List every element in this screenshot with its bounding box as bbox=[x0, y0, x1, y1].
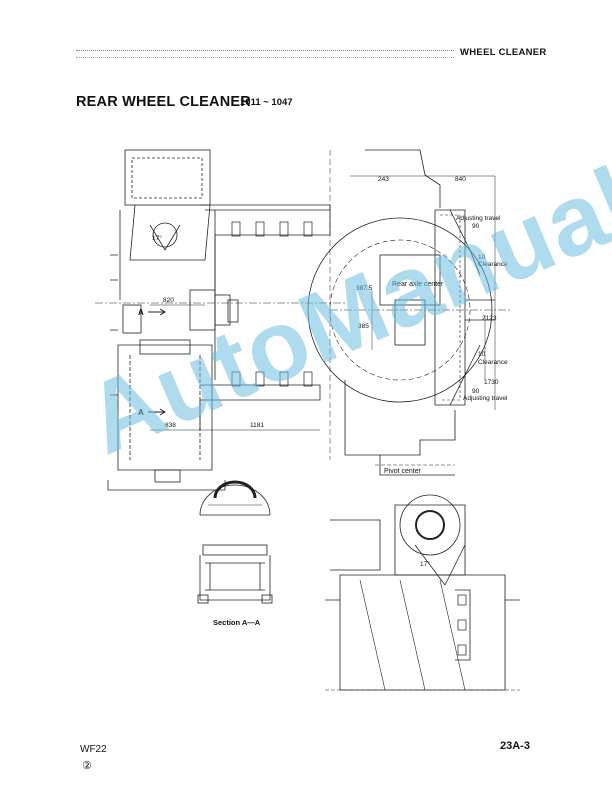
footer-page-number: 23A-3 bbox=[500, 740, 530, 752]
page-title: REAR WHEEL CLEANER bbox=[76, 94, 251, 110]
angle-label-lower: 17° bbox=[420, 560, 430, 568]
dim-10-top: 10 bbox=[478, 254, 486, 261]
header-section-title: WHEEL CLEANER bbox=[460, 47, 547, 58]
dim-2123: 2123 bbox=[482, 315, 497, 322]
dim-387-5: 387.5 bbox=[356, 285, 373, 292]
section-label: Section A—A bbox=[213, 618, 261, 627]
dim-90-bottom: 90 bbox=[472, 388, 480, 395]
arrow-a-top-label: A bbox=[138, 308, 144, 317]
dim-838: 838 bbox=[165, 422, 176, 429]
plan-view bbox=[95, 149, 345, 491]
dim-90-top: 90 bbox=[472, 223, 480, 230]
dim-1181: 1181 bbox=[250, 422, 264, 429]
arrow-a-top bbox=[148, 308, 166, 316]
footer-revision: ② bbox=[82, 760, 92, 772]
clearance-bottom: Clearance bbox=[478, 359, 508, 366]
side-view bbox=[307, 149, 510, 476]
serial-range: 1011 ~ 1047 bbox=[240, 97, 293, 108]
adjusting-travel-top: Adjusting travel bbox=[456, 215, 501, 222]
rear-axle-center: Rear axle center bbox=[392, 281, 444, 288]
section-a-a bbox=[197, 480, 273, 604]
angle-label: 17° bbox=[152, 234, 162, 242]
dim-840: 840 bbox=[455, 176, 466, 183]
pivot-center: Pivot center bbox=[384, 468, 422, 475]
dim-820: 820 bbox=[163, 297, 174, 304]
arrow-a-bottom-label: A bbox=[138, 408, 144, 417]
dim-243: 243 bbox=[378, 176, 389, 183]
clearance-top: Clearance bbox=[478, 261, 508, 268]
lower-side-view bbox=[325, 494, 520, 691]
arrow-a-bottom bbox=[148, 408, 166, 416]
dim-385: 385 bbox=[358, 323, 369, 330]
adjusting-travel-bottom: Adjusting travel bbox=[463, 395, 508, 402]
footer-model: WF22 bbox=[80, 744, 107, 755]
dim-1730: 1730 bbox=[484, 379, 499, 386]
header-rule bbox=[76, 50, 454, 58]
dim-10-bottom: 10 bbox=[478, 351, 486, 358]
